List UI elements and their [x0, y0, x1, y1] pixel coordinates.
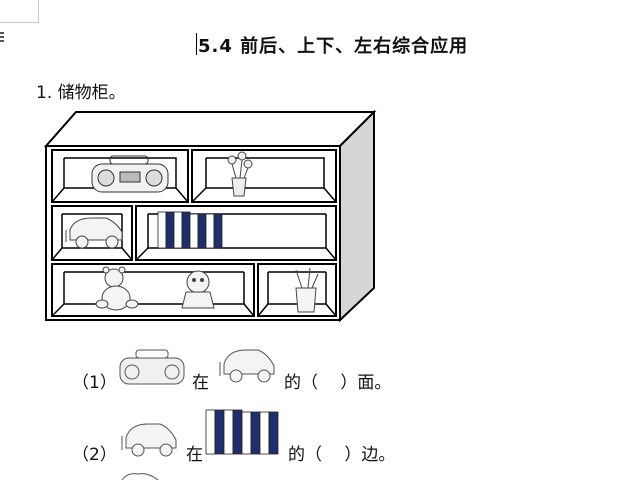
- books-icon: [157, 211, 223, 249]
- toy-car-icon: [121, 423, 177, 457]
- sub-question-2-word: 在: [186, 445, 203, 465]
- teddy-bear-icon: [121, 473, 159, 480]
- sub-question-2-suffix: 的（ ）边。: [288, 445, 396, 465]
- sub-question-2-number: （2）: [72, 445, 117, 465]
- books-icon: [205, 409, 279, 455]
- sub-question-1-word: 在: [192, 373, 209, 393]
- radio-icon: [91, 155, 169, 193]
- page-title: 5.4 前后、上下、左右综合应用: [198, 36, 469, 57]
- text-cursor: [196, 33, 197, 55]
- pencil-cup-icon: [295, 267, 319, 313]
- toy-car-icon: [219, 349, 275, 383]
- page-corner-mark: [0, 0, 39, 23]
- storage-cabinet-illustration: [43, 109, 377, 323]
- flower-vase-icon: [227, 151, 253, 197]
- teddy-bear-icon: [95, 266, 139, 311]
- toy-car-icon: [65, 217, 123, 249]
- sub-question-1-number: （1）: [72, 373, 117, 393]
- doll-icon: [181, 270, 215, 309]
- radio-icon: [119, 349, 185, 385]
- sub-question-1-suffix: 的（ ）面。: [284, 373, 392, 393]
- question-1-label: 1. 储物柜。: [36, 83, 126, 103]
- margin-marker: [0, 32, 6, 44]
